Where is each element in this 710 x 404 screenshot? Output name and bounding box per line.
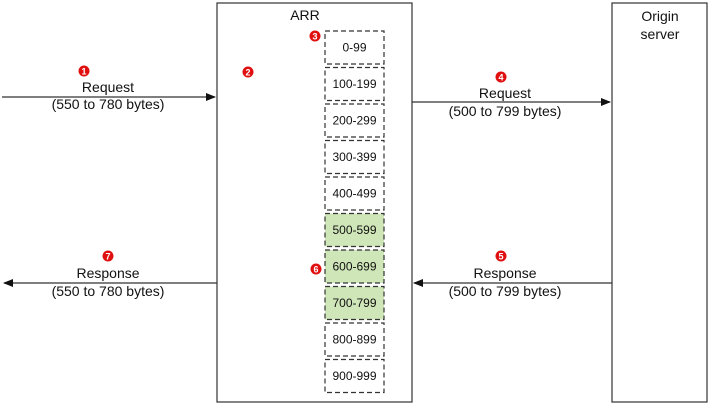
cache-chunk-5 [324, 212, 385, 248]
svg-text:6: 6 [313, 264, 318, 274]
cache-chunk-label-0: 0-99 [342, 41, 366, 55]
origin-request-label: Request [479, 85, 531, 101]
cache-chunk-7 [324, 285, 385, 321]
cache-chunk-label-6: 600-699 [332, 260, 376, 274]
origin-title-line1: Origin [641, 8, 678, 24]
svg-text:2: 2 [245, 67, 250, 77]
cache-chunk-1 [324, 66, 385, 102]
origin-request-sublabel: (500 to 799 bytes) [449, 103, 562, 119]
cache-chunk-label-4: 400-499 [332, 187, 376, 201]
client-response-label: Response [76, 265, 139, 281]
step-badge-3: 3 [309, 30, 321, 42]
cache-chunk-label-1: 100-199 [332, 77, 376, 91]
cache-chunk-3 [324, 139, 385, 175]
client-response-sublabel: (550 to 780 bytes) [52, 283, 165, 299]
cache-chunk-8 [324, 322, 385, 357]
client-request-sublabel: (550 to 780 bytes) [52, 96, 165, 112]
svg-text:7: 7 [105, 251, 110, 261]
client-request-label: Request [82, 79, 134, 95]
step-badge-7: 7 [102, 250, 114, 262]
cache-chunk-label-9: 900-999 [332, 369, 376, 383]
cache-chunk-9 [324, 358, 385, 394]
step-badge-4: 4 [495, 71, 507, 83]
step-badge-1: 1 [78, 65, 90, 77]
origin-response-sublabel: (500 to 799 bytes) [449, 283, 562, 299]
svg-text:1: 1 [81, 66, 86, 76]
cache-chunk-label-8: 800-899 [332, 333, 376, 347]
origin-server-box [611, 2, 708, 403]
cache-chunk-label-3: 300-399 [332, 150, 376, 164]
origin-title-line2: server [641, 26, 680, 42]
cache-chunk-4 [324, 176, 385, 211]
arr-title: ARR [290, 7, 320, 23]
svg-text:4: 4 [498, 72, 503, 82]
step-badge-2: 2 [242, 66, 254, 78]
svg-text:3: 3 [312, 31, 317, 41]
cache-chunk-6 [324, 249, 385, 284]
cache-chunk-0 [324, 30, 385, 65]
cache-chunks: 0-99 100-199 200-299 300-399 400-499 500-599 6… [324, 30, 385, 394]
cache-chunk-2 [324, 103, 385, 138]
origin-response-label: Response [473, 265, 536, 281]
cache-chunk-label-7: 700-799 [332, 296, 376, 310]
svg-text:5: 5 [498, 251, 503, 261]
cache-chunk-label-2: 200-299 [332, 114, 376, 128]
cache-chunk-label-5: 500-599 [332, 223, 376, 237]
step-badge-5: 5 [495, 250, 507, 262]
step-badge-6: 6 [310, 263, 322, 275]
